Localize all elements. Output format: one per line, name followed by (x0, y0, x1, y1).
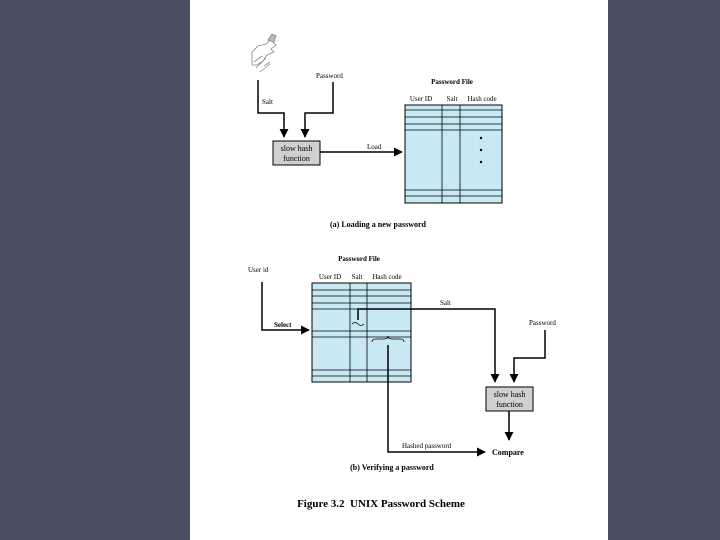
col-salt-b: Salt (352, 273, 363, 281)
salt-label-a: Salt (262, 98, 273, 106)
col-user-id-a: User ID (410, 95, 432, 103)
password-file-table-b (311, 282, 412, 383)
col-hash-code-b: Hash code (372, 273, 401, 281)
password-file-title-b: Password File (338, 255, 380, 263)
hash-box-line2-b: function (496, 400, 523, 409)
hashed-password-arrow (387, 345, 486, 457)
hash-box-line1-a: slow hash (281, 144, 313, 153)
password-file-table-a (404, 104, 503, 204)
password-arrow-b (509, 330, 546, 383)
load-label: Load (367, 143, 382, 151)
col-salt-a: Salt (447, 95, 458, 103)
caption-b: (b) Verifying a password (350, 463, 434, 472)
salt-label-b: Salt (440, 299, 451, 307)
compare-label: Compare (492, 448, 524, 457)
slow-hash-function-box-a: slow hash function (272, 140, 321, 166)
salt-arrow-a (257, 80, 289, 138)
user-id-label: User id (248, 266, 269, 274)
hashed-password-label: Hashed password (402, 442, 452, 450)
salt-arrow-b (357, 308, 500, 383)
password-file-title-a: Password File (431, 78, 473, 86)
password-label-a: Password (316, 72, 343, 80)
col-user-id-b: User ID (319, 273, 341, 281)
caption-a: (a) Loading a new password (330, 220, 427, 229)
unix-password-scheme-diagram: Password Salt slow hash function Load Pa… (248, 33, 556, 510)
password-arrow-a (300, 82, 334, 138)
slow-hash-function-box-b: slow hash function (485, 386, 534, 412)
figure-caption: Figure 3.2 UNIX Password Scheme (297, 498, 465, 510)
user-icon (251, 33, 277, 73)
password-label-b: Password (529, 319, 556, 327)
select-arrow (261, 282, 310, 335)
col-hash-code-a: Hash code (467, 95, 496, 103)
slide-page: Password Salt slow hash function Load Pa… (190, 0, 608, 540)
hash-box-line1-b: slow hash (494, 390, 526, 399)
hash-box-line2-a: function (283, 154, 310, 163)
select-label: Select (274, 321, 292, 329)
